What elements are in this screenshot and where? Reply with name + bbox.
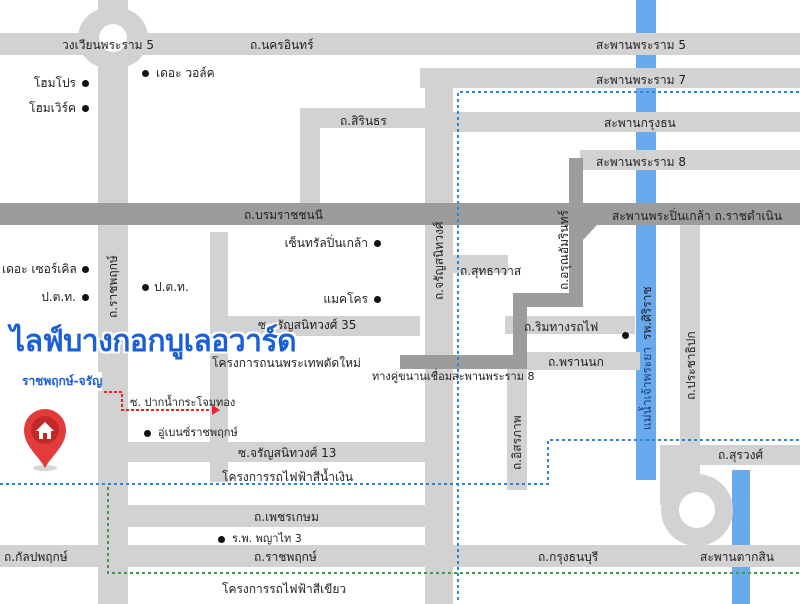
road-charan-35 [210, 316, 420, 336]
road-phran-nok [520, 352, 640, 370]
label-surawong: ถ.สุรวงศ์ [718, 448, 764, 462]
road-rama8-connector [400, 236, 583, 369]
central-pinklao-dot [374, 240, 381, 247]
label-rama8-connector: ทางคู่ขนานเชื่อมสะพานพระราม 8 [372, 370, 535, 383]
label-post-office-2: ป.ต.ท. [154, 280, 189, 294]
home-pin-icon[interactable] [24, 409, 66, 471]
label-ratchaphruek-south: ถ.ราชพฤกษ์ [254, 550, 317, 564]
project-route-arrow [212, 405, 220, 415]
label-borommaratchachonnani: ถ.บรมราชชนนี [244, 208, 323, 222]
post-office-2-dot [142, 284, 149, 291]
label-soi-pak-nam: ซ. ปากน้ำกระโจมทอง [130, 396, 236, 409]
label-phran-nok: ถ.พรานนก [548, 355, 604, 369]
label-arun-amarin: ถ.อรุณอัมรินทร์ [557, 210, 571, 290]
road-pracha-thipok [680, 225, 700, 495]
label-makro: แมคโคร [323, 292, 368, 306]
label-post-office-1: ป.ต.ท. [41, 290, 76, 304]
road-rama7 [420, 68, 800, 88]
label-suthawat: ถ.สุทธาวาส [460, 264, 522, 278]
road-rama8-bridge [580, 150, 800, 170]
road-ratchaphruek [98, 0, 128, 604]
homepro-dot [82, 80, 89, 87]
label-charan-13: ซ.จรัญสนิทวงศ์ 13 [238, 446, 337, 460]
label-charan-35: ซ.จรัญสนิทวงศ์ 35 [258, 318, 357, 332]
label-the-walk: เดอะ วอล์ค [156, 66, 215, 80]
label-kanlapaphruek: ถ.กัลปพฤกษ์ [4, 550, 68, 564]
wongwian-rama5-center [99, 24, 127, 52]
label-nakhon-in: ถ.นครอินทร์ [250, 38, 314, 52]
label-wongwian-rama5: วงเวียนพระราม 5 [62, 38, 155, 52]
taksin-roundabout-center [679, 492, 715, 528]
project-name: ไลฟ์บางกอกบูเลอวาร์ด [10, 324, 297, 359]
road-sirinthorn-vertical [300, 108, 320, 216]
label-depot: อู่เบนซ์ราชพฤกษ์ [158, 426, 238, 439]
road-arun-amarin [569, 158, 800, 290]
project-access-route [104, 391, 210, 411]
label-new-road-project: โครงการถนนพระเทพตัดใหม่ [212, 356, 361, 370]
label-phyathai3: ร.พ. พญาไท 3 [232, 532, 302, 545]
label-green-line: โครงการรถไฟฟ้าสีเขียว [222, 582, 347, 596]
label-homepro: โฮมโปร [33, 76, 76, 90]
label-bridge-rama8: สะพานพระราม 8 [596, 155, 686, 169]
chao-phraya-river-south [732, 470, 750, 604]
label-homeworks: โฮมเวิร์ค [29, 101, 76, 115]
label-bridge-krung-thon: สะพานกรุงธน [604, 116, 676, 130]
road-suthawat [453, 255, 508, 273]
post-office-1-dot [82, 294, 89, 301]
label-rim-thang-rot-fai: ถ.ริมทางรถไฟ [524, 320, 599, 334]
road-phet-kasem [110, 505, 450, 527]
label-phet-kasem: ถ.เพชรเกษม [254, 510, 319, 524]
road-rim-thang-rot-fai [505, 316, 635, 334]
road-charan-vertical [425, 75, 453, 604]
siriraj-dot [622, 332, 629, 339]
label-krung-thonburi: ถ.กรุงธนบุรี [538, 550, 599, 564]
label-pracha-thipok: ถ.ประชาธิปก [684, 331, 698, 400]
road-nakhon-in [0, 33, 800, 55]
green-line-route [107, 487, 800, 574]
depot-dot [144, 430, 151, 437]
label-bridge-taksin: สะพานตากสิน [700, 550, 774, 564]
the-walk-dot [142, 70, 149, 77]
label-sirinthorn: ถ.สิรินธร [340, 114, 387, 128]
road-minor-vertical [210, 232, 228, 482]
road-krung-thonburi [660, 445, 680, 505]
homeworks-dot [82, 105, 89, 112]
label-chao-phraya: แม่น้ำเจ้าพระยา [640, 346, 654, 430]
label-bridge-rama7: สะพานพระราม 7 [596, 73, 686, 87]
road-charan-13 [125, 442, 425, 462]
label-bridge-rama5: สะพานพระราม 5 [596, 38, 686, 52]
road-sirinthorn [300, 108, 430, 128]
label-charan-road: ถ.จรัญสนิทวงศ์ [432, 221, 446, 300]
project-subtitle: ราชพฤกษ์-จรัญ [22, 372, 103, 391]
label-the-circle: เดอะ เซอร์เคิล [2, 262, 77, 276]
label-ratchaphruek-north: ถ.ราชพฤกษ์ [106, 255, 120, 318]
road-krung-thon [430, 112, 800, 132]
road-ratchaphruek-south [0, 545, 800, 567]
makro-dot [374, 296, 381, 303]
blue-line-route-north [457, 91, 800, 600]
road-itsaraphap [507, 360, 527, 490]
the-circle-dot [82, 266, 89, 273]
label-siriraj: รพ.ศิริราช [640, 286, 654, 340]
blue-line-route-south [0, 439, 800, 485]
label-central-pinklao: เซ็นทรัลปิ่นเกล้า [284, 236, 368, 250]
label-itsaraphap: ถ.อิสรภาพ [510, 415, 524, 470]
label-bridge-pinklao: สะพานพระปิ่นเกล้า ถ.ราชดำเนิน [612, 209, 782, 223]
label-purple-line: โครงการรถไฟฟ้าสีน้ำเงิน [222, 470, 354, 484]
phyathai3-dot [218, 536, 225, 543]
road-borommaratchachonnani [0, 203, 800, 225]
